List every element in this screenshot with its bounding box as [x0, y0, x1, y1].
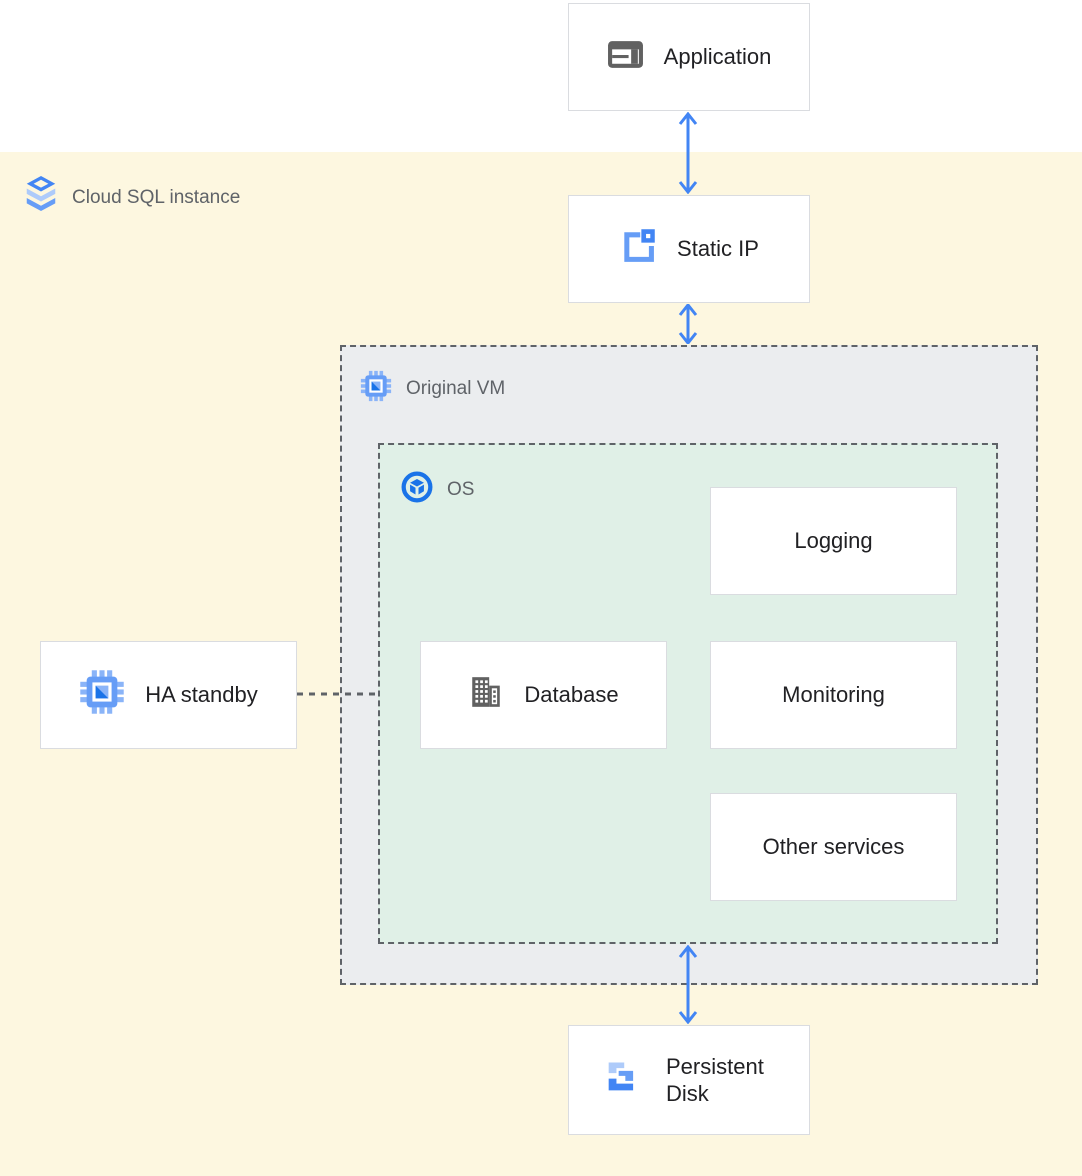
cloud-sql-instance-label: Cloud SQL instance [72, 187, 241, 208]
connector-hastandby-os [297, 692, 379, 696]
persistent-disk-icon [602, 1057, 642, 1103]
node-static-ip: Static IP [568, 195, 810, 303]
database-icon [468, 674, 504, 716]
node-logging: Logging [710, 487, 957, 595]
compute-engine-icon [360, 370, 392, 408]
cloud-sql-icon [24, 176, 58, 220]
arrow-staticip-originalvm [678, 304, 698, 344]
static-ip-icon [619, 227, 657, 271]
node-ha-standby: HA standby [40, 641, 297, 749]
application-icon [607, 40, 644, 75]
os-image-icon [401, 471, 433, 509]
compute-engine-icon [79, 669, 125, 721]
node-application: Application [568, 3, 810, 111]
node-persistent-disk: Persistent Disk [568, 1025, 810, 1135]
arrow-application-staticip [678, 112, 698, 194]
os-label: OS [447, 479, 475, 500]
ha-standby-label: HA standby [145, 682, 258, 707]
original-vm-label: Original VM [406, 378, 506, 399]
original-vm-label-group: Original VM [360, 370, 505, 408]
application-label: Application [663, 44, 772, 69]
monitoring-label: Monitoring [782, 682, 885, 707]
arrow-os-persistentdisk [678, 945, 698, 1024]
node-other-services: Other services [710, 793, 957, 901]
os-label-group: OS [401, 471, 474, 509]
persistent-disk-label: Persistent Disk [666, 1053, 764, 1107]
cloud-sql-instance-label-group: Cloud SQL instance [24, 176, 240, 220]
node-database: Database [420, 641, 667, 749]
logging-label: Logging [794, 528, 873, 553]
node-monitoring: Monitoring [710, 641, 957, 749]
database-label: Database [524, 682, 619, 707]
other-services-label: Other services [762, 834, 905, 859]
static-ip-label: Static IP [677, 236, 759, 261]
